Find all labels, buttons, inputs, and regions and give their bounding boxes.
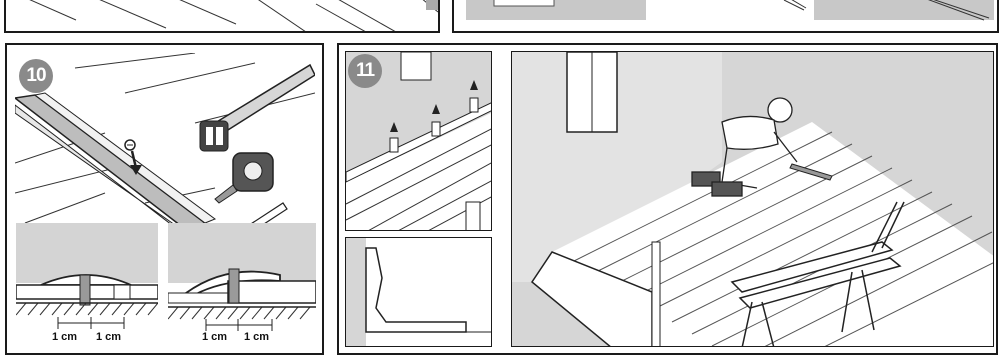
baseboard-profile-illustration [346,238,492,347]
top-right-illustration [454,0,999,33]
step-number-badge: 11 [348,54,382,88]
top-left-panel-fragment [4,0,440,33]
measure-label: 1 cm [202,331,227,343]
step-10-panel: 10 1 cm 1 cm [5,43,324,355]
measure-label: 1 cm [244,331,269,343]
threshold-profile-illustration [15,53,315,247]
measure-label: 1 cm [52,331,77,343]
cross-section-right-drawing: 1 cm 1 cm [168,223,316,343]
floor-lines-illustration [6,0,440,33]
room-floor-installation-illustration [512,52,994,347]
cross-section-right: 1 cm 1 cm [168,223,316,343]
measure-label: 1 cm [96,331,121,343]
step-11-main-illustration [511,51,994,347]
cross-section-left: 1 cm 1 cm [16,223,158,343]
top-right-panel-fragment [452,0,999,33]
step-11-panel: 11 [337,43,998,355]
step-11-inset-bottom [345,237,492,347]
cross-section-left-drawing: 1 cm 1 cm [16,223,158,343]
step-11-inset-top: 11 [345,51,492,231]
step-number-badge: 10 [19,59,53,93]
step-10-main-illustration: 10 [15,53,315,247]
